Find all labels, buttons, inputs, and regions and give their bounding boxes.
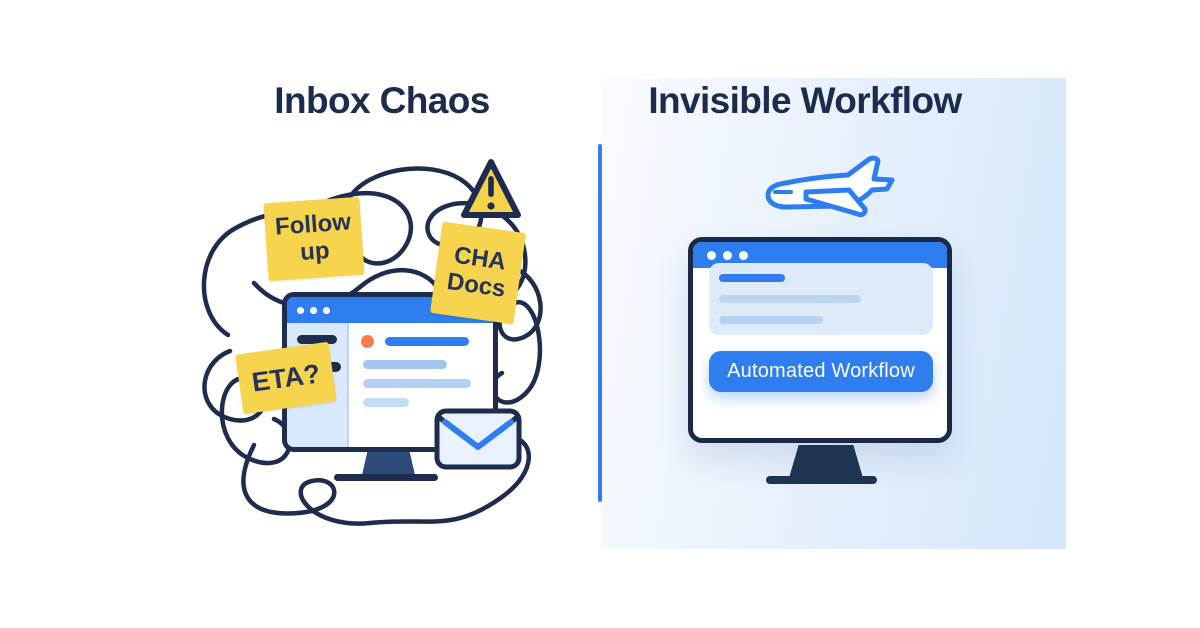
window-dot-icon — [723, 250, 732, 260]
card-skeleton-bar — [719, 274, 785, 282]
card-skeleton-bar — [719, 295, 861, 303]
window-dot-icon — [323, 306, 330, 314]
panel-divider-line — [598, 144, 602, 502]
card-skeleton-bar — [719, 316, 823, 324]
content-skeleton-bar — [363, 379, 471, 388]
monitor-stand — [789, 445, 863, 478]
window-dot-icon — [707, 250, 716, 260]
unread-dot-icon — [361, 335, 374, 348]
airplane-icon — [765, 155, 895, 218]
warning-triangle-icon — [461, 159, 521, 218]
sticky-note-follow-up: Follow up — [263, 196, 365, 282]
right-panel-title: Invisible Workflow — [648, 80, 962, 121]
content-card — [709, 263, 933, 335]
exclamation-dot — [487, 202, 495, 210]
sticky-note-cha-docs: CHA Docs — [430, 221, 526, 325]
automated-workflow-button[interactable]: Automated Workflow — [709, 351, 933, 392]
sidebar-skeleton-bar — [297, 335, 337, 344]
content-skeleton-bar — [363, 398, 409, 407]
monitor-base — [334, 474, 438, 481]
window-dot-icon — [739, 250, 748, 260]
window-dot-icon — [297, 306, 304, 314]
browser-monitor-icon: Automated Workflow — [688, 237, 952, 443]
sticky-note-label: Follow up — [274, 208, 352, 266]
monitor-stand — [362, 452, 415, 475]
browser-content — [349, 323, 493, 447]
content-skeleton-bar — [385, 337, 469, 346]
monitor-base — [766, 476, 877, 484]
sticky-note-label: ETA? — [249, 358, 322, 398]
content-skeleton-bar — [363, 360, 447, 369]
left-panel-title: Inbox Chaos — [274, 80, 490, 121]
sticky-note-label: CHA Docs — [445, 241, 508, 303]
window-dot-icon — [310, 306, 317, 314]
envelope-icon — [434, 408, 522, 470]
exclamation-bar — [488, 176, 494, 197]
